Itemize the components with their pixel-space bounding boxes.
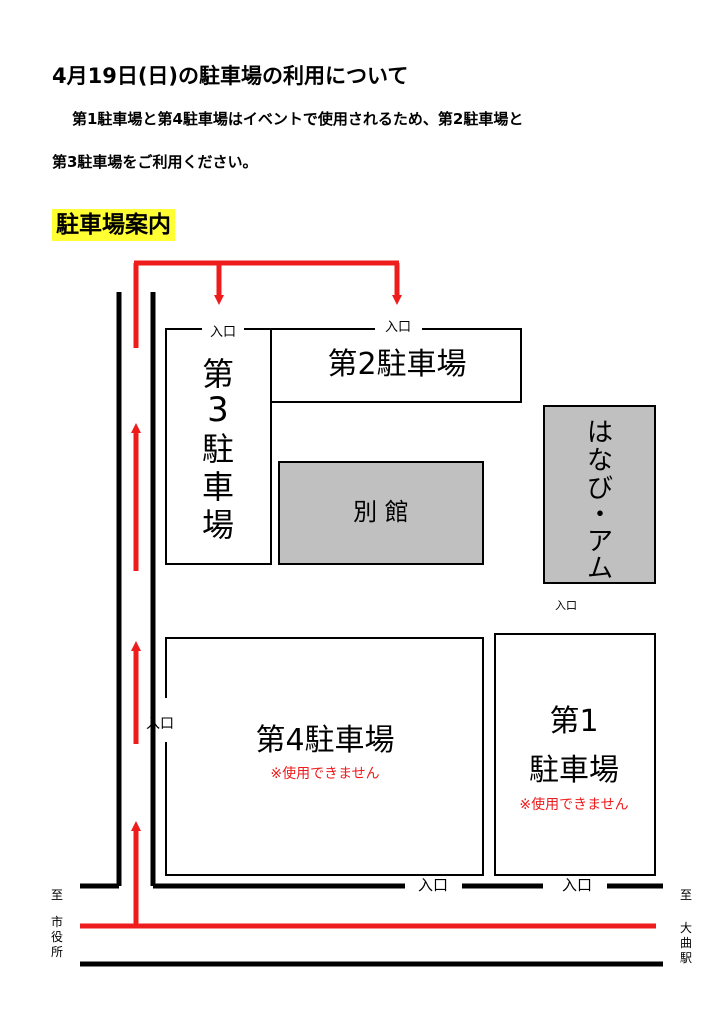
annex-building: 別 館	[278, 461, 484, 565]
direction-left-char-2: 役	[51, 929, 63, 944]
parking-lot-2: 入口 第2駐車場	[272, 320, 522, 403]
hanabi-char-5: ア	[587, 527, 613, 557]
map-heading: 駐車場案内	[52, 209, 175, 241]
lot-1-label-line-1: 第1	[549, 704, 598, 739]
direction-right-char-3: 駅	[680, 951, 692, 965]
parking-lot-1: 第1 駐車場 ※使用できません 入口	[494, 633, 656, 894]
lot-3-char-4: 車	[202, 468, 234, 506]
direction-left-to: 至	[51, 888, 63, 902]
notice-title: 4月19日(日)の駐車場の利用について	[52, 64, 409, 88]
direction-right-char-1: 大	[680, 921, 692, 935]
lot-1-label-line-2: 駐車場	[529, 753, 619, 788]
direction-omagari-station: 至 大 曲 駅	[680, 888, 692, 965]
notice-body-line-2: 第3駐車場をご利用ください。	[52, 153, 258, 171]
hanabi-entrance: 入口	[555, 599, 577, 612]
hanabi-char-3: び	[587, 474, 613, 504]
notice-body-line-1: 第1駐車場と第4駐車場はイベントで使用されるため、第2駐車場と	[72, 110, 524, 128]
direction-left-char-3: 所	[51, 945, 63, 959]
lot-4-left-entrance: 入口	[146, 716, 174, 732]
hanabi-char-4: ・	[587, 500, 613, 530]
lot-3-entrance: 入口	[210, 325, 236, 340]
lot-2-entrance: 入口	[385, 320, 411, 335]
lot-4-bottom-entrance: 入口	[418, 876, 448, 894]
hanabi-char-2: な	[587, 446, 613, 476]
annex-label: 別 館	[353, 498, 409, 526]
hanabi-char-6: ム	[587, 554, 613, 584]
lot-3-char-2: 3	[207, 390, 229, 430]
lot-4-unavailable: ※使用できません	[270, 765, 379, 782]
direction-city-hall: 至 市 役 所	[51, 888, 63, 959]
lot-1-unavailable: ※使用できません	[519, 796, 628, 813]
lot-4-label: 第4駐車場	[255, 723, 394, 758]
lot-3-char-3: 駐	[202, 430, 234, 468]
red-route	[80, 260, 656, 929]
hanabi-am-building: は な び ・ ア ム 入口	[543, 405, 656, 612]
roads	[80, 292, 663, 967]
parking-lot-4: 入口 第4駐車場 ※使用できません 入口	[146, 637, 484, 894]
lot-1-bottom-entrance: 入口	[562, 876, 592, 894]
direction-right-to: 至	[680, 888, 692, 902]
direction-left-char-1: 市	[51, 914, 63, 929]
lot-2-label: 第2駐車場	[327, 347, 466, 382]
lot-3-char-1: 第	[202, 355, 234, 393]
lot-3-char-5: 場	[202, 506, 234, 544]
direction-right-char-2: 曲	[680, 936, 692, 950]
parking-lot-3: 入口 第 3 駐 車 場	[165, 325, 272, 565]
hanabi-char-1: は	[587, 418, 613, 448]
